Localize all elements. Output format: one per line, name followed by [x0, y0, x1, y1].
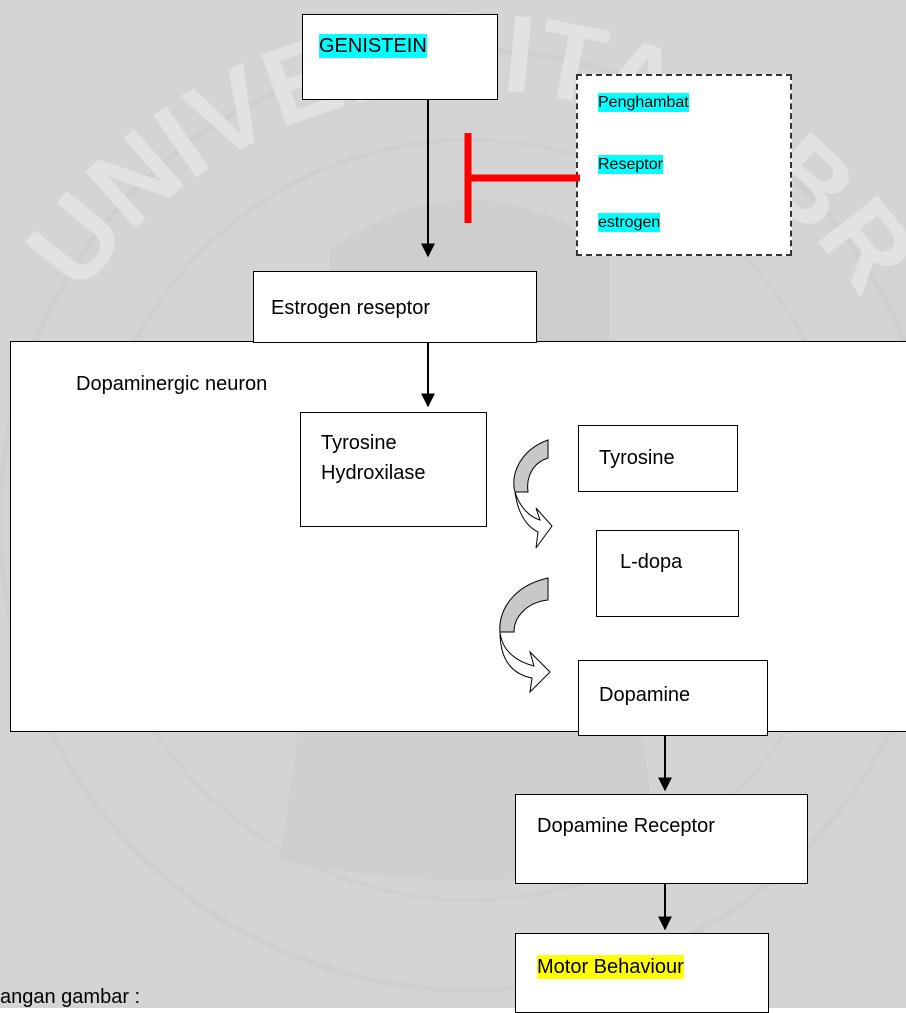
dopamine-receptor-label: Dopamine Receptor [537, 815, 715, 837]
tyrosine-hydroxilase-line1: Tyrosine [321, 432, 397, 454]
estrogen-receptor-node: Estrogen reseptor [253, 271, 537, 343]
inhibitor-label-line3: estrogen [598, 213, 661, 233]
genistein-node: GENISTEIN [302, 14, 498, 100]
dopamine-node: Dopamine [578, 660, 768, 736]
figure-caption: angan gambar : [0, 986, 141, 1008]
tyrosine-hydroxilase-line2: Hydroxilase [321, 462, 426, 484]
tyrosine-label: Tyrosine [599, 447, 675, 469]
neuron-title: Dopaminergic neuron [76, 373, 268, 395]
motor-behaviour-node: Motor Behaviour [515, 933, 769, 1013]
ldopa-node: L-dopa [596, 530, 739, 617]
estrogen-receptor-label: Estrogen reseptor [271, 297, 430, 319]
dopamine-label: Dopamine [599, 684, 691, 706]
dopaminergic-neuron-container: Dopaminergic neuron [10, 341, 906, 732]
inhibitor-label-line2: Reseptor [598, 155, 663, 175]
inhibitor-box: Penghambat Reseptor estrogen [576, 74, 792, 256]
tyrosine-node: Tyrosine [578, 425, 738, 492]
tyrosine-hydroxilase-node: Tyrosine Hydroxilase [300, 412, 487, 527]
inhibitor-label-line1: Penghambat [598, 93, 689, 113]
dopamine-receptor-node: Dopamine Receptor [515, 794, 808, 884]
motor-behaviour-label: Motor Behaviour [537, 955, 684, 979]
genistein-label: GENISTEIN [319, 34, 427, 58]
ldopa-label: L-dopa [620, 551, 683, 573]
